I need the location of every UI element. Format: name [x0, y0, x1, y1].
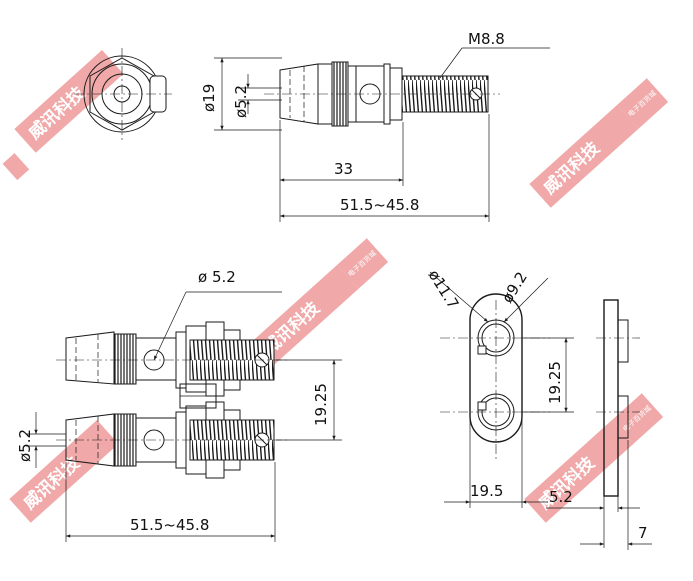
upper-terminal — [56, 321, 290, 397]
dia-outer-label: ø19 — [200, 84, 218, 112]
side-pitch-label: 19.25 — [312, 383, 330, 426]
plate-depth-label: 7 — [638, 524, 648, 542]
side-length-label: 51.5~45.8 — [130, 516, 209, 534]
dia-large-label: ø11.7 — [425, 267, 463, 313]
top-view-terminal: M8.8 ø19 ø5.2 33 51.5~45.8 — [200, 30, 550, 222]
thread-label: M8.8 — [468, 30, 505, 48]
body-length-label: 33 — [334, 160, 353, 178]
plate-side-view: 5.2 7 — [546, 299, 652, 550]
plate-front-view: ø11.7 ø9.2 19.25 19.5 — [425, 267, 574, 508]
plate-width-label: 19.5 — [470, 482, 503, 500]
end-view — [74, 48, 172, 140]
side-hole-label: ø 5.2 — [198, 268, 236, 286]
watermarks: 威讯科技 威讯科技 电子百货城 威讯科技 电子百货城 威讯科技 威讯科技 电子百… — [2, 50, 669, 523]
plate-thickness-label: 5.2 — [549, 488, 573, 506]
side-view-terminals: ø 5.2 19.25 ø5.2 51.5~45.8 — [16, 268, 342, 542]
side-hole-left-label: ø5.2 — [16, 429, 34, 462]
lower-terminal — [56, 401, 290, 479]
watermark-5: 威讯科技 电子百货城 — [524, 393, 664, 523]
plate-pitch-label: 19.25 — [546, 361, 564, 404]
watermark-3: 威讯科技 电子百货城 — [529, 78, 669, 208]
total-length-label: 51.5~45.8 — [340, 196, 419, 214]
watermark-1: 威讯科技 — [2, 50, 124, 181]
dia-hole-label: ø5.2 — [232, 85, 250, 118]
